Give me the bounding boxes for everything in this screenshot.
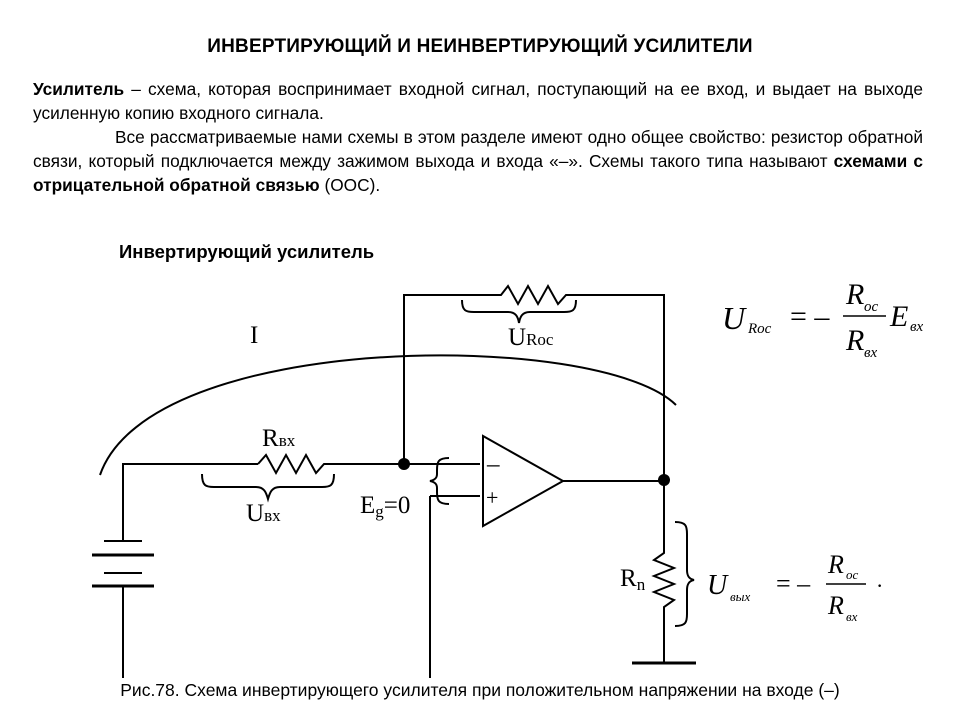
figure-caption: Рис.78. Схема инвертирующего усилителя п… [120,680,840,700]
definition-term: Усилитель [33,79,125,99]
formula2-eq: = – [776,569,811,598]
brace-u-in [201,473,335,503]
formula2-den: R [827,591,844,620]
property-paragraph: Все рассматриваемые нами схемы в этом ра… [33,125,923,197]
formula1-den: R [845,324,864,357]
formula1-den-sub: вх [864,345,878,361]
ground-wire [429,495,480,678]
formula1-lhs: U [722,300,747,336]
brace-eg [429,457,450,505]
formula2-den-sub: вх [846,609,858,624]
r-n-label: Rn [620,565,646,594]
formula2-num-sub: ос [846,567,859,582]
input-wire [122,463,480,541]
formula1-num-sub: ос [864,299,879,315]
current-arc [99,354,677,476]
formula1-factor: E [889,300,908,333]
brace-r-n [674,521,695,627]
formula-u-roc: U Roc = – R ос R вх E вх [722,278,924,361]
formula1-eq: = – [790,300,830,333]
definition-text: – схема, которая воспринимает входной си… [33,79,923,123]
formula-u-out: U вых = – R ос R вх · [707,550,883,624]
formula2-lhs: U [707,570,729,601]
r-in-label: Rвх [262,425,296,452]
formula1-num: R [845,278,864,311]
input-resistor [257,452,330,476]
op-amp [482,434,566,528]
minus-sign: – [486,451,500,478]
u-roc-label: URoc [508,324,554,351]
eg-label: Eg=0 [360,492,410,521]
formula2-tail: · [876,573,883,598]
brace-u-roc [461,299,577,324]
u-in-label: Uвх [246,500,281,527]
feedback-wire [403,294,665,480]
section-subtitle: Инвертирующий усилитель [119,241,375,262]
load-resistor [651,545,677,615]
plus-sign: + [486,485,498,510]
formula1-factor-sub: вх [910,319,924,335]
junction-input [398,458,410,470]
junction-output [658,474,670,486]
page-title: ИНВЕРТИРУЮЩИЙ И НЕИНВЕРТИРУЮЩИЙ УСИЛИТЕЛ… [207,36,753,57]
current-label: I [250,322,258,349]
property-emphasis: схемами с отрицательной обратной связью [33,151,923,195]
formula2-lhs-sub: вых [730,589,750,604]
property-text-before: Все рассматриваемые нами схемы в этом ра… [33,127,923,171]
formula1-lhs-sub: Roc [747,321,772,337]
property-text-after: (ООС). [319,175,381,195]
feedback-resistor [462,283,576,307]
formula2-num: R [827,550,844,579]
definition-paragraph: Усилитель – схема, которая воспринимает … [33,77,923,125]
